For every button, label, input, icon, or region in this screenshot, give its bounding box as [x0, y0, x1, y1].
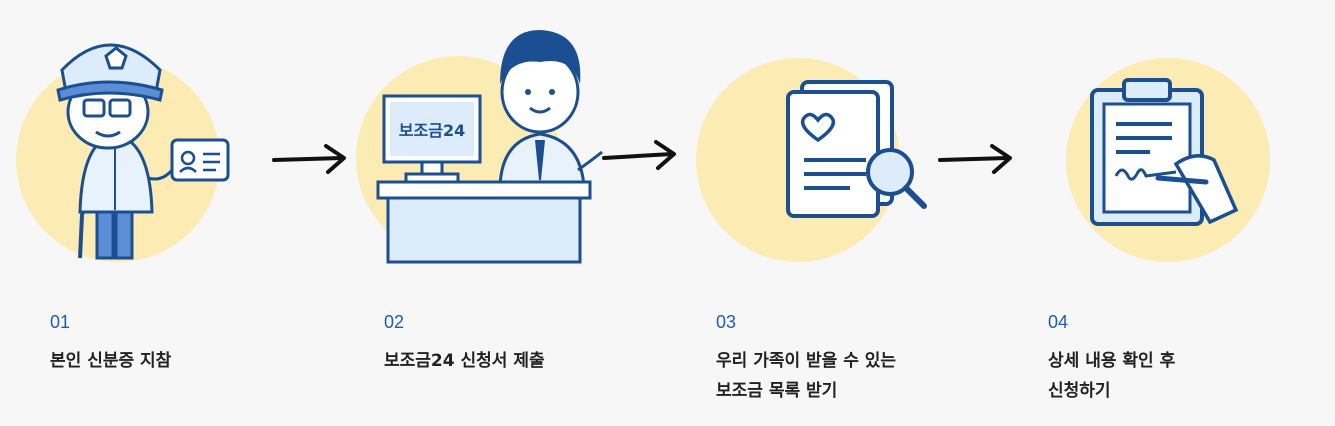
step-3: 03 우리 가족이 받을 수 있는 보조금 목록 받기	[670, 0, 970, 426]
step-number: 03	[716, 312, 737, 332]
arrow-right-icon	[602, 140, 676, 170]
arrow-right-icon	[938, 144, 1012, 174]
step-number: 04	[1048, 312, 1069, 332]
step-number: 02	[384, 312, 405, 332]
arrow-right-icon	[272, 144, 346, 174]
step-description: 본인 신분증 지참	[50, 346, 171, 376]
step-number: 01	[50, 312, 71, 332]
clipboard-sign-icon	[1066, 58, 1270, 262]
step-description: 보조금24 신청서 제출	[384, 346, 545, 376]
step-4: 04 상세 내용 확인 후 신청하기	[1000, 0, 1300, 426]
step-description-line: 신청하기	[1048, 381, 1111, 401]
monitor-label: 보조금24	[399, 121, 465, 140]
step-description-line: 보조금24 신청서 제출	[384, 351, 545, 371]
step-description: 상세 내용 확인 후 신청하기	[1048, 346, 1175, 406]
document-search-icon	[696, 58, 927, 262]
clerk-at-desk-icon: 보조금24	[356, 30, 603, 264]
step-1: 01 본인 신분증 지참	[0, 0, 300, 426]
step-2: 보조금24 02 보조금24 신청서 제출	[340, 0, 640, 426]
step-description: 우리 가족이 받을 수 있는 보조금 목록 받기	[716, 346, 896, 406]
elderly-man-with-id-card-icon	[16, 43, 230, 262]
step-description-line: 상세 내용 확인 후	[1048, 351, 1176, 371]
step-description-line: 보조금 목록 받기	[716, 381, 838, 401]
step-description-line: 본인 신분증 지참	[50, 351, 172, 371]
step-description-line: 우리 가족이 받을 수 있는	[716, 351, 897, 371]
